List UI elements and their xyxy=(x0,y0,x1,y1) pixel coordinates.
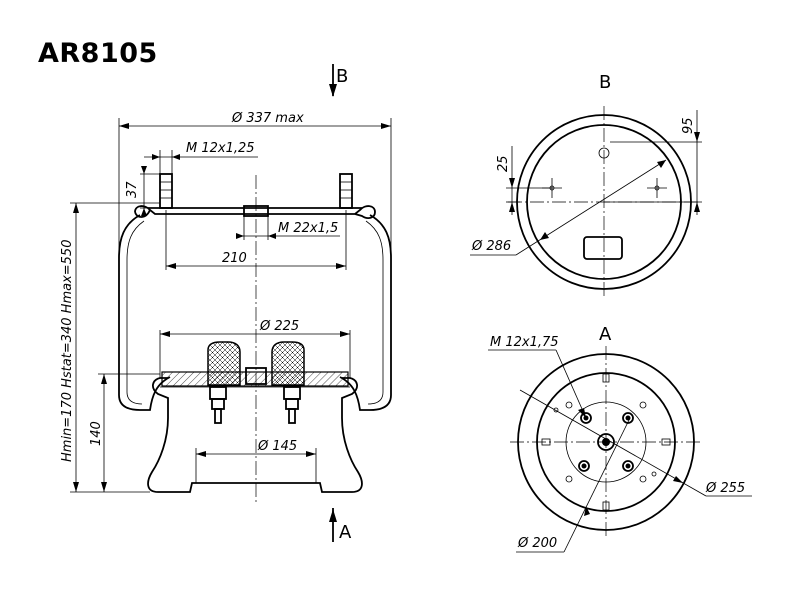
dim-offset-95-text: 95 xyxy=(681,117,696,134)
view-a: A xyxy=(488,324,752,553)
top-stud-right xyxy=(339,173,353,209)
view-b-label: B xyxy=(599,72,611,93)
label-plate xyxy=(583,236,623,260)
bottom-stud-right xyxy=(283,386,301,424)
dim-bottom-bolt-circle: Ø 200 xyxy=(516,417,631,553)
view-arrow-a-label: A xyxy=(339,522,352,543)
top-plate xyxy=(134,205,376,219)
dim-top-plate-diameter: Ø 286 xyxy=(470,159,667,256)
dim-bottom-thread: M 12x1,75 xyxy=(488,335,587,419)
rim-slots xyxy=(541,373,671,511)
side-view: B A xyxy=(60,64,392,543)
dim-heights-text: Hmin=170 Hstat=340 Hmax=550 xyxy=(60,240,75,462)
dim-piston-height: 140 xyxy=(89,373,160,493)
dim-top-plate-diameter-text: Ø 286 xyxy=(471,239,511,254)
center-port xyxy=(243,205,269,217)
dim-top-thread-text: M 12x1,25 xyxy=(186,141,255,156)
dim-offset-25: 25 xyxy=(496,146,552,215)
dim-stud-spacing: 210 xyxy=(165,210,347,270)
bottom-stud-left xyxy=(209,386,227,424)
dim-piston-diameter: Ø 225 xyxy=(159,319,351,378)
center-port-hole xyxy=(598,147,610,159)
view-b: B 95 25 xyxy=(470,72,702,298)
dim-offset-25-text: 25 xyxy=(496,155,511,172)
part-number-title: AR8105 xyxy=(38,38,158,69)
dim-stud-spacing-text: 210 xyxy=(222,251,247,266)
dim-bottom-bolt-circle-text: Ø 200 xyxy=(517,536,557,551)
clamp-block-right xyxy=(271,341,305,386)
dim-outer-diameter-text: Ø 337 max xyxy=(231,111,304,126)
dim-piston-diameter-text: Ø 225 xyxy=(259,319,299,334)
dim-base-diameter-text: Ø 145 xyxy=(257,439,297,454)
top-stud-left xyxy=(159,173,173,209)
dim-heights: Hmin=170 Hstat=340 Hmax=550 xyxy=(60,202,160,493)
dim-outer-diameter: Ø 337 max xyxy=(118,111,392,255)
dim-stud-height-text: 37 xyxy=(125,181,140,198)
view-arrow-b-label: B xyxy=(336,66,348,87)
dim-center-thread-text: M 22x1,5 xyxy=(278,221,338,236)
piston-body xyxy=(147,377,363,493)
dim-stud-height: 37 xyxy=(125,166,160,216)
dim-base-diameter: Ø 145 xyxy=(195,439,317,483)
view-arrow-a: A xyxy=(329,508,352,543)
dim-offset-95: 95 xyxy=(604,110,702,215)
dim-bottom-outer-diameter-text: Ø 255 xyxy=(705,481,745,496)
dim-center-thread: M 22x1,5 xyxy=(236,216,340,240)
bottom-center-stud xyxy=(597,433,615,451)
dim-bottom-thread-text: M 12x1,75 xyxy=(490,335,559,350)
dim-top-thread: M 12x1,25 xyxy=(144,141,258,174)
dim-bottom-outer-diameter: Ø 255 xyxy=(519,389,752,497)
clamp-block-left xyxy=(207,341,241,386)
view-a-label: A xyxy=(599,324,612,345)
center-boss xyxy=(245,367,267,385)
view-arrow-b: B xyxy=(329,64,348,97)
dim-piston-height-text: 140 xyxy=(89,421,104,446)
